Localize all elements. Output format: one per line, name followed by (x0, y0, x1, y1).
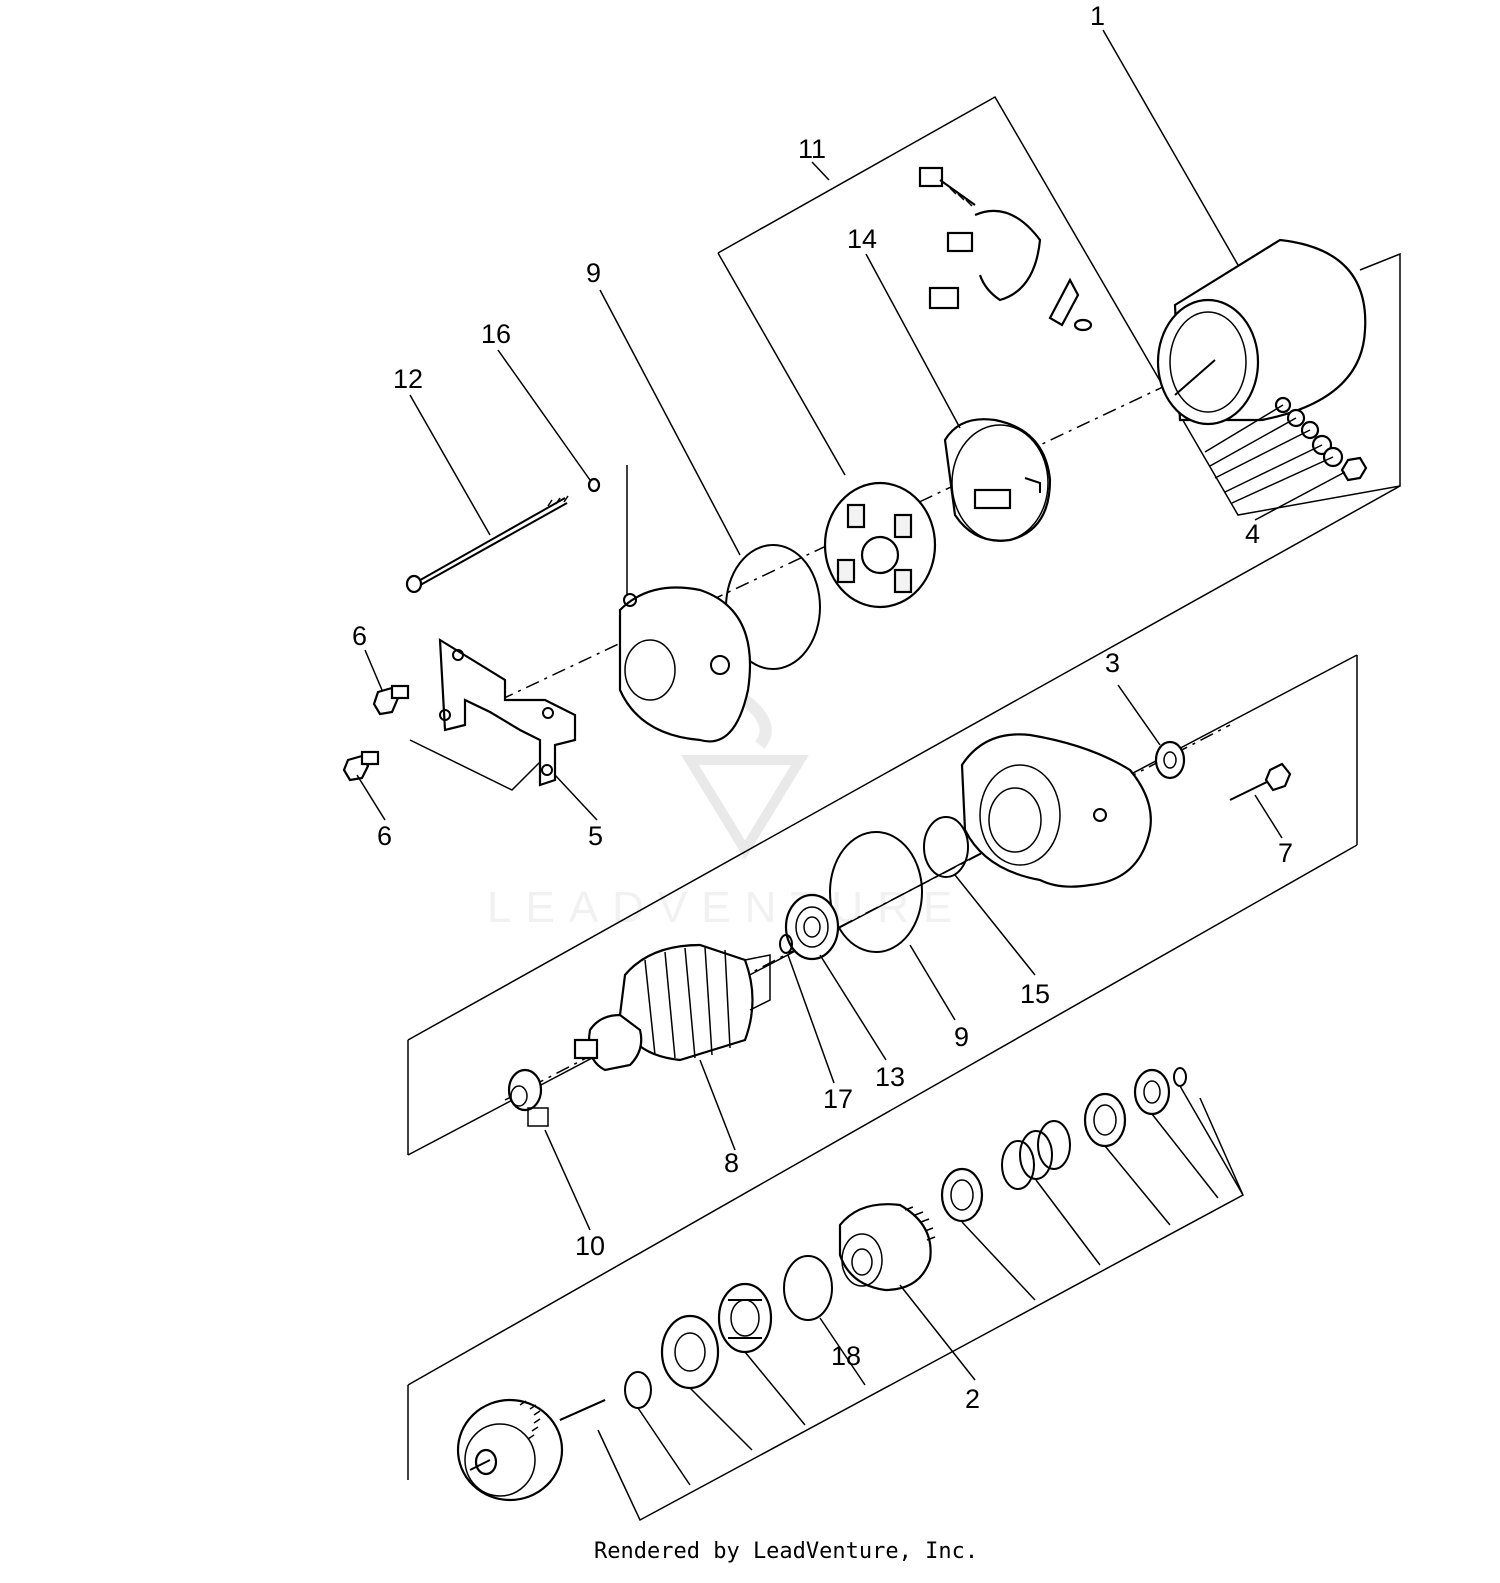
washer-part-16 (587, 477, 601, 493)
sleeve-bushing (940, 1167, 984, 1223)
bolt-part-7 (1229, 762, 1292, 801)
callout-8: 8 (724, 1148, 739, 1178)
spring-coil (1001, 1120, 1071, 1190)
callout-4: 4 (1245, 519, 1260, 549)
callout-12: 12 (393, 364, 423, 394)
callout-6-upper: 6 (352, 621, 367, 651)
callout-6-lower: 6 (377, 821, 392, 851)
callout-11: 11 (798, 134, 826, 164)
yoke-housing-part-1 (1156, 238, 1367, 426)
o-ring-part-9-lower (829, 831, 923, 953)
snap-ring-lower (624, 1371, 652, 1409)
bolt-part-6-lower (342, 750, 380, 782)
axis-lines (499, 359, 1231, 1101)
watermark-text: LEADVENTURE (487, 883, 966, 932)
callout-17: 17 (823, 1084, 853, 1114)
callout-2: 2 (965, 1384, 980, 1414)
brush-holder-plate (823, 481, 937, 609)
bushing-part-10 (507, 1068, 549, 1127)
callout-13: 13 (875, 1062, 905, 1092)
brush-set-part-11 (918, 166, 1093, 332)
bearing-part-13 (784, 893, 840, 961)
callout-9-lower: 9 (954, 1022, 969, 1052)
front-end-cover (618, 586, 752, 743)
bracket-part-5 (438, 637, 577, 787)
thrust-washer (660, 1314, 720, 1390)
leader-lines (356, 29, 1346, 1486)
washer-stack (1133, 1067, 1187, 1116)
o-ring-part-15 (923, 816, 969, 878)
brush-holder-cover-part-14 (943, 418, 1052, 542)
callout-9-upper: 9 (586, 258, 601, 288)
snap-ring-part-17 (779, 934, 793, 954)
callout-labels: 1 2 3 4 5 6 6 7 8 9 9 10 11 12 13 14 15 … (352, 1, 1293, 1414)
callout-15: 15 (1020, 979, 1050, 1009)
split-collar (717, 1282, 773, 1354)
ring-cap (1083, 1092, 1127, 1148)
through-bolt-part-12 (405, 495, 569, 594)
drive-end-housing (960, 733, 1152, 888)
bolt-part-6-upper (372, 684, 410, 716)
starter-clutch-part-2 (838, 1203, 936, 1292)
callout-18: 18 (831, 1341, 861, 1371)
circlip-part-18 (783, 1255, 833, 1321)
callout-16: 16 (481, 319, 511, 349)
footer-credit: Rendered by LeadVenture, Inc. (594, 1539, 978, 1564)
pinion-gear-shaft (456, 1398, 606, 1502)
callout-14: 14 (847, 224, 877, 254)
callout-7: 7 (1278, 838, 1293, 868)
assembly-frame-lines (407, 95, 1401, 1522)
armature-part-8 (573, 943, 771, 1072)
callout-1: 1 (1090, 1, 1105, 31)
washer-part-3 (1154, 740, 1186, 780)
callout-3: 3 (1105, 648, 1120, 678)
callout-10: 10 (575, 1231, 605, 1261)
callout-5: 5 (588, 821, 603, 851)
